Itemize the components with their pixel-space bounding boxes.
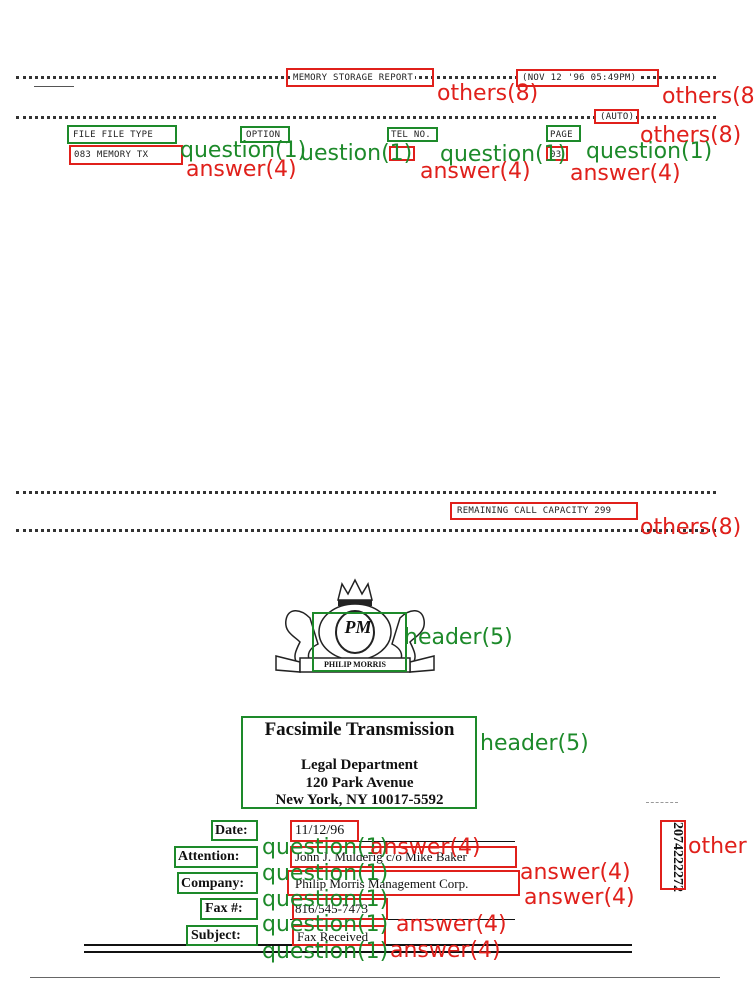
annotation-box-others [286, 68, 434, 87]
fax-label: Fax #: [205, 901, 243, 916]
annotation-label-answer: answer(4) [524, 885, 635, 910]
annotation-box-question [200, 898, 258, 920]
annotation-label-others: others(8) [437, 81, 539, 106]
report-datetime: (NOV 12 '96 05:49PM) [520, 73, 639, 83]
annotation-label-question: question(1) [262, 861, 389, 886]
annotation-label-header: header(5) [480, 731, 589, 756]
annotation-box-question [387, 127, 438, 142]
annotation-label-other-side: other [688, 834, 747, 859]
annotation-box-answer [290, 846, 517, 868]
remaining-capacity: REMAINING CALL CAPACITY 299 [455, 506, 614, 516]
scan-mark [646, 802, 678, 803]
subject-value: Fax Received [297, 929, 369, 944]
fax-underline [290, 919, 515, 920]
annotation-box-answer [546, 146, 568, 161]
report-mode: (AUTO) [598, 112, 637, 122]
annotation-label-others: others(8) [640, 515, 742, 540]
annotation-box-question [240, 126, 290, 143]
annotation-box-others [516, 69, 659, 87]
annotation-box-question [546, 125, 581, 142]
annotation-box-others [450, 502, 638, 520]
annotation-label-answer: answer(4) [390, 938, 501, 963]
annotation-label-question: question(1) [440, 142, 567, 167]
crest-ribbon-text: PHILIP MORRIS [323, 660, 386, 669]
date-value: 11/12/96 [295, 823, 345, 838]
crest-monogram: PM [344, 617, 372, 637]
annotation-label-header: header(5) [404, 625, 513, 650]
annotation-box-answer [287, 870, 520, 896]
report-rule-bottom [16, 529, 716, 532]
scan-speck [34, 86, 74, 87]
annotation-box-answer [292, 925, 386, 946]
annotation-label-answer: answer(4) [370, 835, 481, 860]
annotation-label-question: question(1) [262, 912, 389, 937]
row-file-type: 083 MEMORY TX [74, 150, 149, 160]
annotation-box-answer [290, 820, 359, 842]
company-value: Philip Morris Management Corp. [295, 876, 469, 891]
annotation-box-question [174, 846, 258, 868]
annotation-label-others: others(8) [640, 123, 742, 148]
annotation-label-question: question(1) [262, 887, 389, 912]
annotation-box-answer [69, 145, 183, 165]
report-rule-third [16, 491, 716, 494]
cover-department: Legal Department [300, 757, 419, 773]
annotation-box-answer [389, 146, 415, 161]
annotation-label-answer: answer(4) [420, 159, 531, 184]
annotation-label-answer: answer(4) [186, 157, 297, 182]
annotation-box-answer [292, 898, 388, 920]
annotation-box-others [660, 820, 686, 890]
cover-street: 120 Park Avenue [305, 775, 414, 791]
page-bottom-edge [30, 977, 720, 978]
annotation-label-answer: answer(4) [520, 860, 631, 885]
document-id-vertical: 2074222272 [670, 822, 685, 892]
date-label: Date: [215, 823, 248, 838]
company-label: Company: [181, 876, 245, 891]
fax-value: 816/545-7473 [295, 901, 368, 916]
philip-morris-crest-logo [275, 578, 435, 673]
annotation-box-question [67, 125, 177, 144]
column-page: PAGE [550, 130, 573, 140]
column-option: OPTION [246, 130, 281, 140]
attention-value: John J. Mulderig c/o Mike Baker [295, 849, 467, 864]
annotation-box-header [241, 716, 477, 809]
annotation-box-others [594, 109, 639, 124]
annotation-box-header [312, 612, 407, 672]
column-tel-no: TEL NO. [391, 130, 432, 140]
annotation-label-question-partial: uestion(1) [300, 141, 413, 166]
annotation-box-question [177, 872, 258, 894]
cover-heading: Facsimile Transmission [264, 719, 455, 740]
annotation-label-question: question(1) [586, 139, 713, 164]
annotation-box-question [186, 925, 258, 946]
report-title: MEMORY STORAGE REPORT [291, 73, 416, 83]
row-page: 03 [550, 150, 562, 160]
annotation-label-others-clipped: others(8 [662, 84, 754, 109]
annotation-label-question: question(1) [262, 835, 389, 860]
column-file-type: FILE FILE TYPE [73, 130, 154, 140]
cover-city: New York, NY 10017-5592 [275, 792, 444, 808]
report-rule-second [16, 116, 716, 119]
date-underline [290, 841, 515, 842]
annotation-box-question [211, 820, 258, 841]
attention-label: Attention: [178, 849, 240, 864]
annotation-label-question: question(1) [262, 939, 389, 964]
annotation-label-question: question(1) [180, 138, 307, 163]
annotation-label-answer: answer(4) [570, 161, 681, 186]
annotation-label-answer: answer(4) [396, 912, 507, 937]
subject-label: Subject: [191, 928, 241, 943]
